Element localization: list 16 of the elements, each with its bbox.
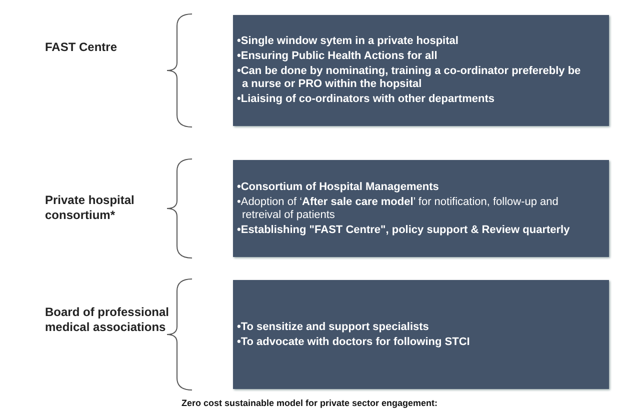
text-panel (233, 15, 609, 126)
bullet-point: •Ensuring Public Health Actions for all (237, 50, 438, 63)
text-panel (233, 160, 609, 257)
bullet-point: •Single window sytem in a private hospital (237, 35, 460, 48)
category-label: FAST Centre (45, 40, 118, 55)
bullet-point: •Consortium of Hospital Managements (237, 180, 440, 194)
text-panel (233, 280, 609, 389)
bullet-point: •Adoption of ‘After sale care model’ for notification, follow-up and retreival of patients (237, 196, 560, 222)
bullet-point: •Liaising of co-ordinators with other departments (237, 93, 496, 106)
bullet-point: •To sensitize and support specialists (237, 320, 430, 334)
category-label: Private hospital consortium* (45, 193, 136, 223)
caption: Zero cost sustainable model for private sector engagement: (180, 398, 439, 408)
category-label: Board of professional medical associations (45, 305, 170, 335)
bullet-point: •Establishing "FAST Centre", policy support & Review quarterly (237, 224, 571, 236)
bullet-point: •Can be done by nominating, training a co-ordinator preferebly be a nurse or PRO within the hopsital (237, 65, 582, 91)
bullet-point: •To advocate with doctors for following STCI (237, 336, 471, 348)
